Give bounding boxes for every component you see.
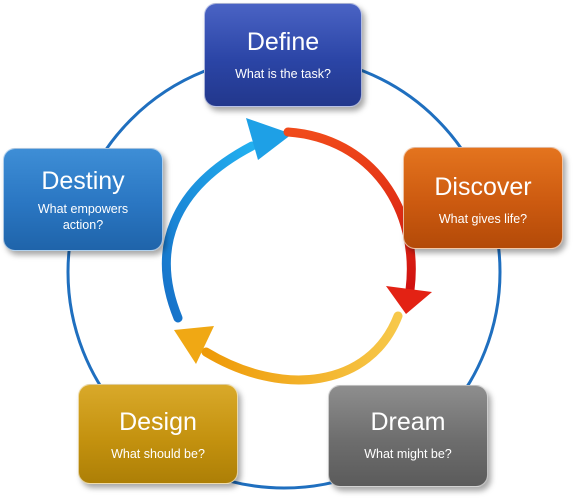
stage-define-question: What is the task? (235, 67, 331, 81)
stage-dream-question: What might be? (364, 447, 452, 461)
stage-dream: Dream What might be? (328, 385, 488, 487)
red-arrow (283, 127, 432, 314)
blue-arrow (162, 118, 292, 323)
stage-dream-title: Dream (370, 408, 446, 436)
stage-destiny: Destiny What empowers action? (3, 148, 163, 251)
stage-discover: Discover What gives life? (403, 147, 563, 249)
stage-design-question: What should be? (111, 447, 205, 461)
stage-discover-question: What gives life? (438, 212, 528, 226)
stage-define-title: Define (246, 28, 320, 56)
stage-design-title: Design (119, 408, 197, 436)
stage-destiny-title: Destiny (41, 167, 125, 195)
stage-define: Define What is the task? (204, 3, 362, 107)
stage-discover-title: Discover (434, 173, 532, 201)
stage-destiny-question: What empowers action? (37, 202, 129, 232)
orange-arrow (174, 311, 403, 385)
stage-design: Design What should be? (78, 384, 238, 484)
